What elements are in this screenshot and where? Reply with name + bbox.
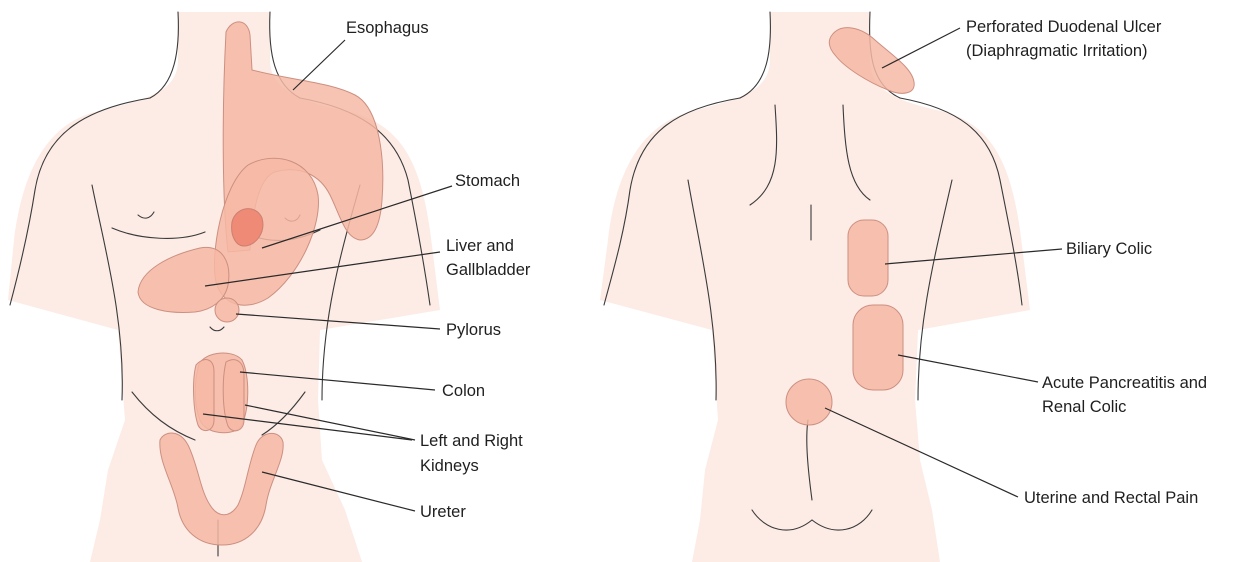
label-pancreatitis-line1: Acute Pancreatitis and (1042, 374, 1207, 392)
label-biliary-colic: Biliary Colic (1066, 240, 1152, 258)
label-liver-gallbladder-line2: Gallbladder (446, 261, 531, 279)
label-duodenal-line2: (Diaphragmatic Irritation) (966, 42, 1148, 60)
label-pancreatitis-line2: Renal Colic (1042, 398, 1126, 416)
label-colon: Colon (442, 382, 485, 400)
label-ureter: Ureter (420, 503, 466, 521)
esophagus-leader (293, 40, 345, 90)
label-liver-gallbladder-line1: Liver and (446, 237, 514, 255)
pylorus-region (215, 298, 239, 322)
biliary-colic-region (848, 220, 888, 296)
label-stomach: Stomach (455, 172, 520, 190)
kidney-left-region (194, 360, 214, 431)
duodenal-ulcer-leader (882, 28, 960, 68)
label-kidneys-line1: Left and Right (420, 432, 523, 450)
front-torso (8, 12, 440, 562)
uterine-rectal-pain-region (786, 379, 832, 425)
label-esophagus: Esophagus (346, 19, 429, 37)
pancreatitis-renal-colic-region (853, 305, 903, 390)
kidney-right-region (223, 360, 244, 431)
label-duodenal-line1: Perforated Duodenal Ulcer (966, 18, 1162, 36)
back-torso-silhouette (600, 12, 1030, 562)
label-pylorus: Pylorus (446, 321, 501, 339)
back-torso (600, 12, 1030, 562)
label-uterine-rectal-pain: Uterine and Rectal Pain (1024, 489, 1198, 507)
label-kidneys-line2: Kidneys (420, 457, 479, 475)
